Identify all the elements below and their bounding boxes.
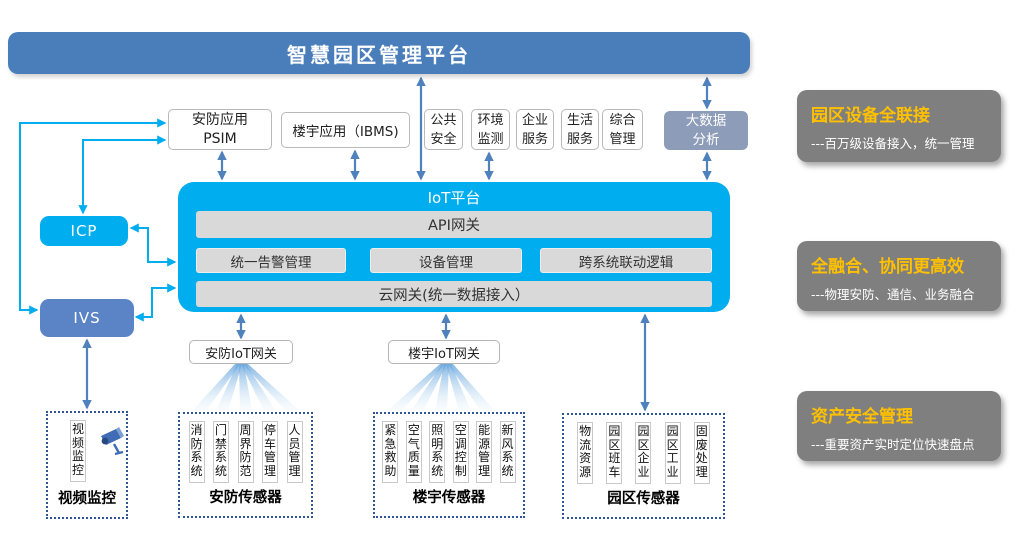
building-group-label: 楼宇传感器 — [412, 490, 486, 506]
sensor-column: 新风系统 — [499, 421, 516, 483]
sensor-column: 能源管理 — [476, 421, 493, 483]
benefit-title: 园区设备全联接 — [811, 106, 930, 126]
sensor-column: 门禁系统 — [213, 421, 229, 483]
system-box-ivs: IVS — [40, 299, 134, 337]
benefit-desc: ---重要资产实时定位快速盘点 — [811, 437, 975, 452]
park-group-label: 园区传感器 — [607, 491, 680, 507]
security-iot-gateway: 安防IoT网关 — [189, 340, 293, 364]
sensor-column: 空调控制 — [452, 421, 469, 483]
app-box-public-safety: 公共 安全 — [424, 109, 463, 150]
app-label: 公共 — [430, 112, 457, 128]
connector-ivs-platform — [134, 283, 177, 322]
app-label: 企业 — [521, 112, 548, 128]
video-group-label: 视频监控 — [58, 491, 116, 507]
security-group-label: 安防传感器 — [209, 490, 282, 506]
benefit-title: 全融合、协同更高效 — [811, 257, 964, 277]
icp-label: ICP — [70, 222, 98, 240]
app-label: 监测 — [477, 131, 504, 147]
building-gateway-beams — [387, 364, 495, 411]
benefit-panel-device-connect: 园区设备全联接 ---百万级设备接入，统一管理 — [797, 90, 1001, 162]
surveillance-camera-icon — [101, 427, 124, 456]
sensor-column: 物流资源 — [577, 422, 594, 484]
sensor-column: 园区班车 — [606, 422, 623, 484]
video-columns: 视频监控 — [48, 413, 126, 487]
iot-platform-title: IoT平台 — [427, 189, 481, 207]
sensor-column: 空气质量 — [405, 421, 422, 483]
bigdata-label-line1: 大数据 — [685, 112, 727, 129]
module-device-management: 设备管理 — [370, 248, 522, 273]
iot-platform: IoT平台 API网关 统一告警管理 设备管理 跨系统联动逻辑 云网关(统一数据… — [178, 182, 730, 312]
sensor-group-building: 紧急救助 空气质量 照明系统 空调控制 能源管理 新风系统 楼宇传感器 — [373, 412, 525, 518]
psim-label-line2: PSIM — [203, 130, 237, 147]
sensor-group-security: 消防系统 门禁系统 周界防范 停车管理 人员管理 安防传感器 — [178, 412, 313, 518]
app-box-enterprise-services: 企业 服务 — [516, 109, 554, 150]
module-cross-system-linkage: 跨系统联动逻辑 — [540, 248, 712, 273]
sensor-column: 人员管理 — [286, 421, 303, 483]
security-columns: 消防系统 门禁系统 周界防范 停车管理 人员管理 — [180, 414, 311, 486]
connector-icp-psim — [78, 135, 167, 215]
ibms-label: 楼宇应用（IBMS) — [292, 124, 399, 140]
api-gateway-bar: API网关 — [196, 211, 712, 238]
benefit-desc: ---百万级设备接入，统一管理 — [811, 136, 975, 151]
system-box-icp: ICP — [40, 216, 128, 246]
app-label: 服务 — [566, 131, 593, 147]
connector-ivs-psim — [19, 118, 167, 315]
page-title-text: 智慧园区管理平台 — [287, 42, 471, 67]
sensor-column: 周界防范 — [237, 421, 254, 483]
page-title: 智慧园区管理平台 — [8, 32, 750, 74]
app-label: 安全 — [430, 131, 457, 147]
sensor-column: 固废处理 — [693, 422, 710, 484]
app-label: 综合 — [609, 112, 636, 128]
benefit-panel-convergence: 全融合、协同更高效 ---物理安防、通信、业务融合 — [797, 241, 1001, 311]
sensor-column: 消防系统 — [188, 421, 205, 483]
sensor-column: 停车管理 — [262, 421, 278, 483]
app-box-general-management: 综合 管理 — [602, 109, 643, 150]
benefit-desc: ---物理安防、通信、业务融合 — [811, 287, 975, 302]
app-box-life-services: 生活 服务 — [561, 109, 599, 150]
app-box-env-monitoring: 环境 监测 — [471, 109, 510, 150]
benefit-panel-asset-safety: 资产安全管理 ---重要资产实时定位快速盘点 — [797, 391, 1001, 461]
building-iot-gateway: 楼宇IoT网关 — [388, 340, 500, 364]
app-label: 服务 — [521, 131, 548, 147]
sensor-group-park: 物流资源 园区班车 园区企业 园区工业 固废处理 园区传感器 — [562, 413, 725, 519]
cloud-gateway-bar: 云网关(统一数据接入） — [196, 281, 712, 307]
benefit-title: 资产安全管理 — [811, 407, 913, 427]
connector-icp-platform — [129, 223, 177, 267]
security-gateway-beams — [192, 364, 300, 411]
sensor-column: 照明系统 — [429, 421, 446, 483]
sensor-column: 紧急救助 — [382, 421, 399, 483]
app-label: 环境 — [477, 112, 504, 128]
building-columns: 紧急救助 空气质量 照明系统 空调控制 能源管理 新风系统 — [375, 414, 523, 486]
psim-label-line1: 安防应用 — [192, 111, 248, 128]
ivs-label: IVS — [73, 309, 101, 327]
app-label: 生活 — [566, 112, 593, 128]
sensor-column: 视频监控 — [70, 420, 86, 482]
sensor-group-video: 视频监控 视频监控 — [46, 411, 128, 519]
park-columns: 物流资源 园区班车 园区企业 园区工业 固废处理 — [564, 415, 723, 487]
app-box-psim: 安防应用 PSIM — [168, 109, 272, 150]
sensor-column: 园区企业 — [635, 422, 652, 484]
bigdata-label-line2: 分析 — [692, 131, 720, 148]
module-alarm-management: 统一告警管理 — [196, 248, 346, 273]
app-box-bigdata-analysis: 大数据 分析 — [664, 111, 748, 150]
app-box-ibms: 楼宇应用（IBMS) — [281, 112, 410, 148]
sensor-column: 园区工业 — [664, 422, 681, 484]
app-label: 管理 — [609, 131, 636, 147]
